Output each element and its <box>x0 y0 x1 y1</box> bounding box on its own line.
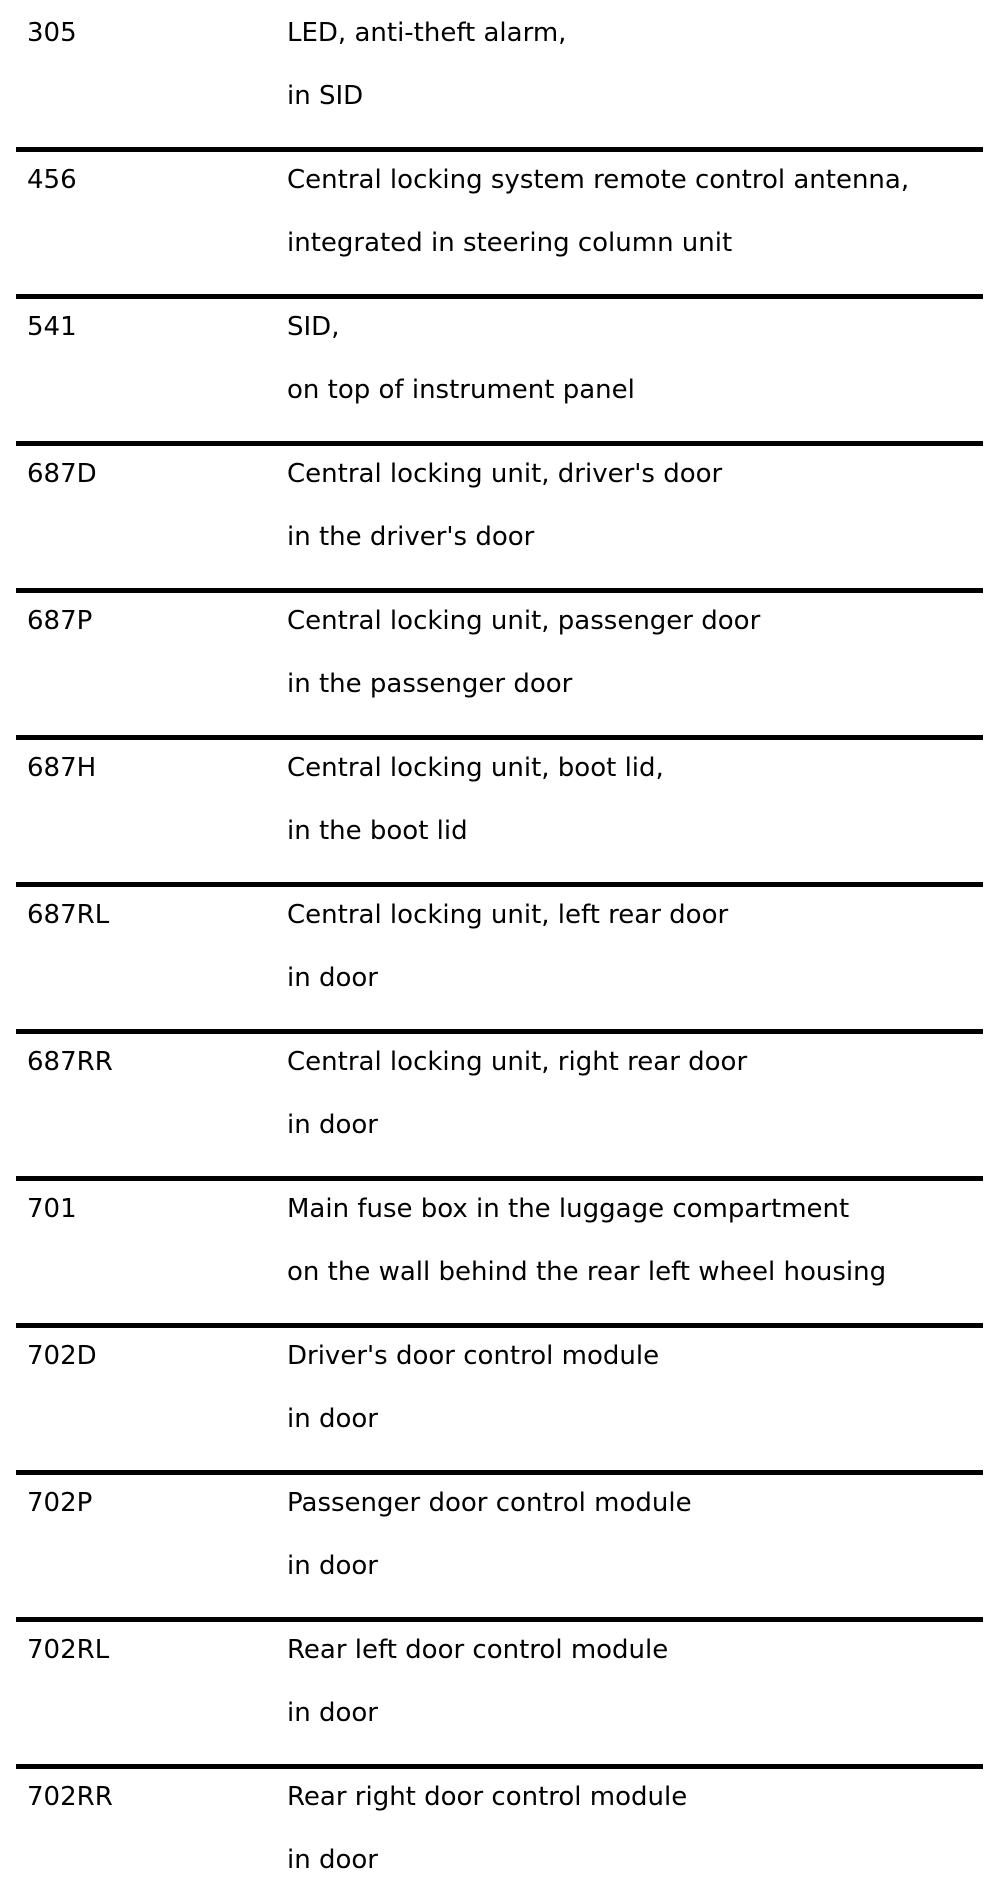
component-description: Rear right door control module in door <box>287 1782 983 1875</box>
description-line-1: Central locking unit, driver's door <box>287 459 723 489</box>
description-line-1: Main fuse box in the luggage compartment <box>287 1194 850 1224</box>
component-description: Central locking unit, passenger door in … <box>287 606 983 699</box>
description-line-2: in door <box>287 963 378 993</box>
description-line-2: in door <box>287 1110 378 1140</box>
component-description: Main fuse box in the luggage compartment… <box>287 1194 983 1287</box>
component-code: 702RL <box>27 1635 110 1665</box>
description-line-2: in door <box>287 1698 378 1728</box>
component-code: 687RL <box>27 900 110 930</box>
description-line-1: Rear left door control module <box>287 1635 669 1665</box>
component-code: 702D <box>27 1341 97 1371</box>
table-row: 702RR Rear right door control module in … <box>16 1764 983 1886</box>
component-description: Central locking unit, boot lid, in the b… <box>287 753 983 846</box>
component-code: 541 <box>27 312 77 342</box>
component-code: 687RR <box>27 1047 113 1077</box>
description-line-1: Central locking unit, passenger door <box>287 606 761 636</box>
description-line-1: Passenger door control module <box>287 1488 692 1518</box>
description-line-1: Central locking system remote control an… <box>287 165 910 195</box>
component-code: 702P <box>27 1488 93 1518</box>
table-row: 702RL Rear left door control module in d… <box>16 1617 983 1764</box>
table-row: 456 Central locking system remote contro… <box>16 147 983 294</box>
component-description: LED, anti-theft alarm, in SID <box>287 18 983 111</box>
table-row: 687P Central locking unit, passenger doo… <box>16 588 983 735</box>
component-description: SID, on top of instrument panel <box>287 312 983 405</box>
description-line-1: SID, <box>287 312 340 342</box>
component-description: Passenger door control module in door <box>287 1488 983 1581</box>
description-line-1: Central locking unit, left rear door <box>287 900 729 930</box>
component-description: Rear left door control module in door <box>287 1635 983 1728</box>
component-code: 456 <box>27 165 77 195</box>
description-line-1: Central locking unit, boot lid, <box>287 753 664 783</box>
description-line-2: integrated in steering column unit <box>287 228 733 258</box>
table-row: 541 SID, on top of instrument panel <box>16 294 983 441</box>
component-description: Central locking unit, right rear door in… <box>287 1047 983 1140</box>
table-row: 687RL Central locking unit, left rear do… <box>16 882 983 1029</box>
description-line-2: in the passenger door <box>287 669 573 699</box>
component-description: Driver's door control module in door <box>287 1341 983 1434</box>
table-row: 687H Central locking unit, boot lid, in … <box>16 735 983 882</box>
table-row: 702D Driver's door control module in doo… <box>16 1323 983 1470</box>
description-line-2: in the driver's door <box>287 522 535 552</box>
description-line-2: in door <box>287 1551 378 1581</box>
description-line-2: on top of instrument panel <box>287 375 635 405</box>
table-row: 701 Main fuse box in the luggage compart… <box>16 1176 983 1323</box>
component-code: 687P <box>27 606 93 636</box>
description-line-1: Rear right door control module <box>287 1782 688 1812</box>
description-line-2: in SID <box>287 81 364 111</box>
table-row: 305 LED, anti-theft alarm, in SID <box>16 0 983 147</box>
description-line-1: Driver's door control module <box>287 1341 660 1371</box>
description-line-2: in door <box>287 1845 378 1875</box>
description-line-1: LED, anti-theft alarm, <box>287 18 567 48</box>
description-line-2: in the boot lid <box>287 816 468 846</box>
description-line-1: Central locking unit, right rear door <box>287 1047 748 1077</box>
component-code: 687H <box>27 753 97 783</box>
component-code: 702RR <box>27 1782 113 1812</box>
table-row: 687RR Central locking unit, right rear d… <box>16 1029 983 1176</box>
component-code: 701 <box>27 1194 77 1224</box>
component-code: 305 <box>27 18 77 48</box>
table-row: 687D Central locking unit, driver's door… <box>16 441 983 588</box>
component-code: 687D <box>27 459 97 489</box>
description-line-2: on the wall behind the rear left wheel h… <box>287 1257 887 1287</box>
table-row: 702P Passenger door control module in do… <box>16 1470 983 1617</box>
component-description: Central locking system remote control an… <box>287 165 983 258</box>
description-line-2: in door <box>287 1404 378 1434</box>
component-description: Central locking unit, left rear door in … <box>287 900 983 993</box>
component-description: Central locking unit, driver's door in t… <box>287 459 983 552</box>
